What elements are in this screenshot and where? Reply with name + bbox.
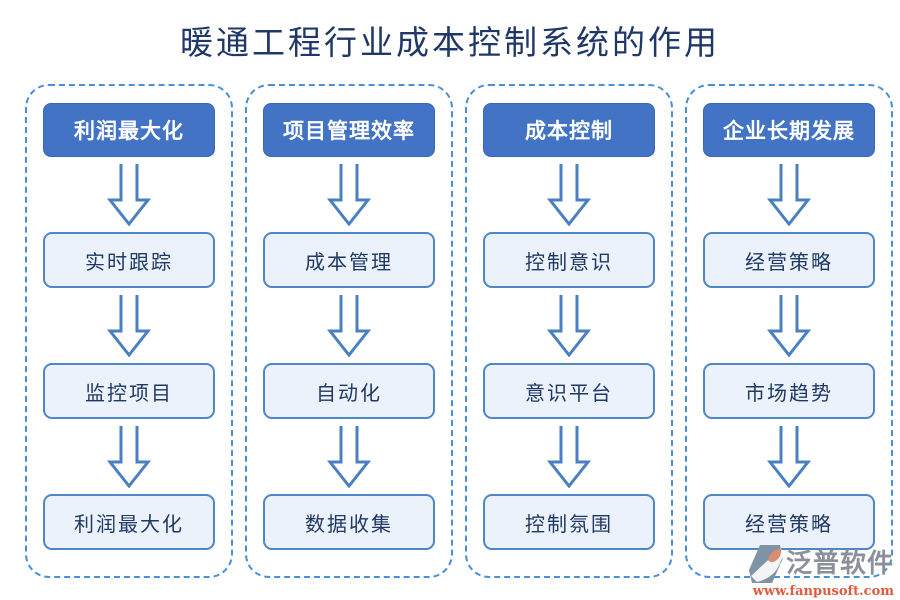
flow-step: 控制意识 [483,232,655,288]
arrow-down-icon [766,164,812,226]
flow-step: 意识平台 [483,363,655,419]
arrow-down-icon [766,295,812,357]
arrow-down-icon [546,426,592,488]
flow-step: 监控项目 [43,363,215,419]
flow-column-long-term: 企业长期发展 经营策略 市场趋势 经营策略 [685,84,893,578]
flow-step: 经营策略 [703,494,875,550]
page-title: 暖通工程行业成本控制系统的作用 [180,23,720,62]
flow-step: 自动化 [263,363,435,419]
watermark: 泛普软件 www.fanpusoft.com [748,544,894,598]
flow-step: 实时跟踪 [43,232,215,288]
arrow-down-icon [326,164,372,226]
flow-diagram: 利润最大化 实时跟踪 监控项目 利润最大化 项目管理效率 成本管理 自动化 数据… [25,84,893,578]
arrow-down-icon [326,426,372,488]
flow-column-cost-control: 成本控制 控制意识 意识平台 控制氛围 [465,84,673,578]
flow-step: 数据收集 [263,494,435,550]
flow-step: 利润最大化 [43,494,215,550]
fanpu-logo-icon [748,545,783,583]
arrow-down-icon [106,426,152,488]
flow-step: 市场趋势 [703,363,875,419]
flow-step: 经营策略 [703,232,875,288]
column-header: 成本控制 [483,103,655,157]
arrow-down-icon [546,164,592,226]
arrow-down-icon [326,295,372,357]
arrow-down-icon [106,295,152,357]
flow-step: 控制氛围 [483,494,655,550]
arrow-down-icon [546,295,592,357]
flow-column-efficiency: 项目管理效率 成本管理 自动化 数据收集 [245,84,453,578]
arrow-down-icon [106,164,152,226]
arrow-down-icon [766,426,812,488]
column-header: 项目管理效率 [263,103,435,157]
flow-step: 成本管理 [263,232,435,288]
column-header: 利润最大化 [43,103,215,157]
flow-column-profit: 利润最大化 实时跟踪 监控项目 利润最大化 [25,84,233,578]
brand-name: 泛普软件 [785,549,894,579]
brand-url: www.fanpusoft.com [752,584,894,599]
column-header: 企业长期发展 [703,103,875,157]
